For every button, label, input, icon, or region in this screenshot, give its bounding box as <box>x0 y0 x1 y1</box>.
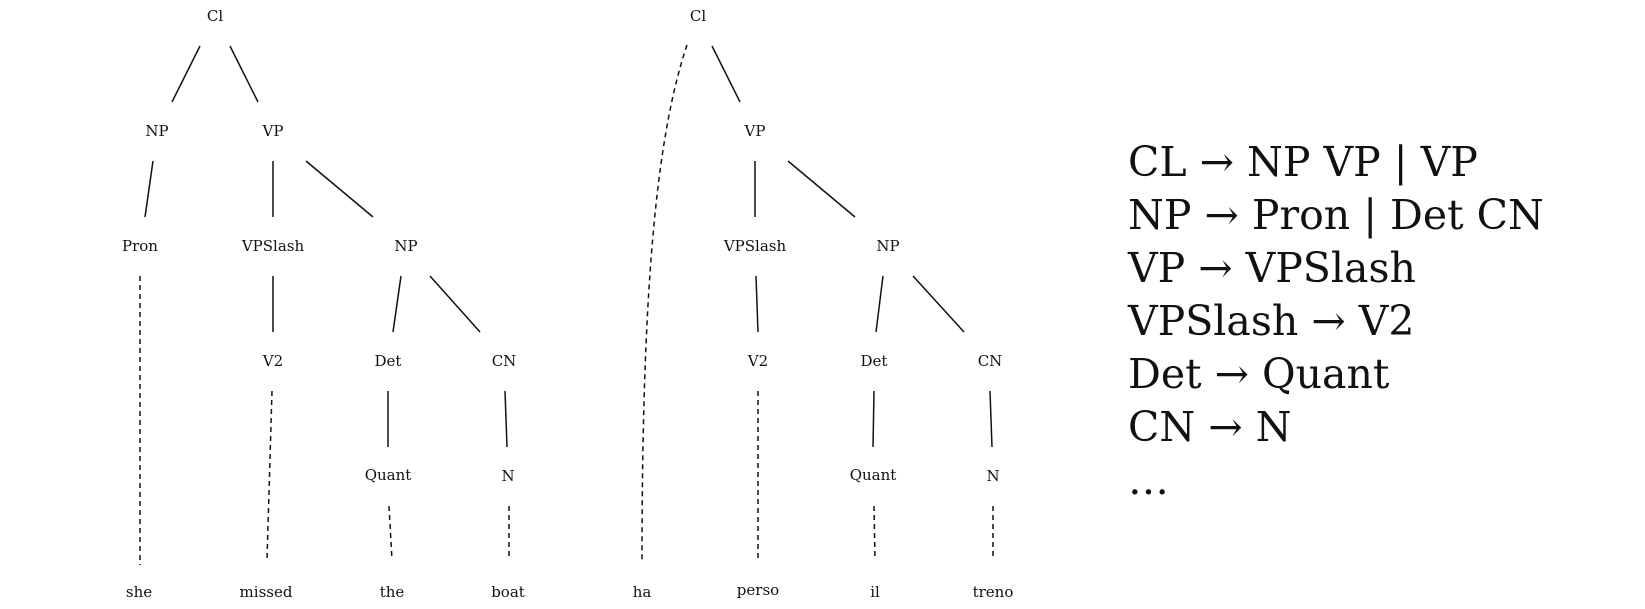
italian-edge-det-quant <box>872 390 875 448</box>
italian-node-quant: Quant <box>850 466 897 484</box>
english-node-vp: VP <box>262 122 284 140</box>
english-word-w_the: the <box>380 583 405 601</box>
grammar-rule-np: NP → Pron | Det CN <box>1128 191 1544 239</box>
italian-edge-np-det <box>875 275 884 333</box>
grammar-rule-cl: CL → NP VP | VP <box>1128 138 1478 186</box>
italian-edge-cl-w_ha <box>641 44 688 564</box>
english-edge-vp-np2 <box>305 160 374 218</box>
italian-node-vp: VP <box>744 122 766 140</box>
english-edge-v2-w_missed <box>266 390 273 561</box>
grammar-rule-cn: CN → N <box>1128 403 1292 451</box>
tree-edges <box>139 44 994 565</box>
english-node-cn: CN <box>492 352 517 370</box>
italian-edge-vpslash-v2 <box>755 275 759 333</box>
english-edge-quant-w_the <box>388 505 393 561</box>
english-node-v2: V2 <box>262 352 283 370</box>
italian-edge-np-cn <box>912 275 965 333</box>
italian-word-w_perso: perso <box>737 581 779 599</box>
english-node-pron: Pron <box>122 237 158 255</box>
italian-word-w_treno: treno <box>973 583 1014 601</box>
english-edge-np1-pron <box>144 160 154 218</box>
english-node-det: Det <box>375 352 402 370</box>
english-word-w_boat: boat <box>491 583 525 601</box>
italian-edge-cl-vp <box>711 45 741 103</box>
english-node-vpslash: VPSlash <box>241 237 305 255</box>
english-node-np2: NP <box>394 237 417 255</box>
italian-node-n: N <box>986 467 999 485</box>
grammar-rule-vpslash: VPSlash → V2 <box>1128 297 1415 345</box>
english-edge-cn-n <box>504 390 508 448</box>
english-node-cl: Cl <box>207 7 223 25</box>
english-node-n: N <box>501 467 514 485</box>
italian-node-cn: CN <box>978 352 1003 370</box>
italian-node-cl: Cl <box>690 7 706 25</box>
english-word-w_she: she <box>126 583 152 601</box>
english-node-np1: NP <box>145 122 168 140</box>
english-edge-np2-det <box>392 275 402 333</box>
italian-edge-quant-w_il <box>873 505 876 561</box>
english-node-quant: Quant <box>365 466 412 484</box>
english-word-w_missed: missed <box>240 583 293 601</box>
grammar-rule-vp: VP → VPSlash <box>1128 244 1416 292</box>
english-edge-cl-vp <box>229 45 259 103</box>
italian-word-w_ha: ha <box>633 583 652 601</box>
italian-node-vpslash: VPSlash <box>723 237 787 255</box>
grammar-rule-ellipsis: … <box>1128 456 1169 504</box>
grammar-rules: CL → NP VP | VP NP → Pron | Det CN VP → … <box>1128 136 1544 507</box>
italian-word-w_il: il <box>870 583 880 601</box>
english-edge-cl-np1 <box>171 45 201 103</box>
italian-node-v2: V2 <box>747 352 768 370</box>
english-edge-np2-cn <box>429 275 481 333</box>
italian-node-np: NP <box>876 237 899 255</box>
italian-edge-cn-n <box>989 390 993 448</box>
italian-edge-vp-np <box>787 160 856 218</box>
grammar-rule-det: Det → Quant <box>1128 350 1390 398</box>
italian-node-det: Det <box>861 352 888 370</box>
